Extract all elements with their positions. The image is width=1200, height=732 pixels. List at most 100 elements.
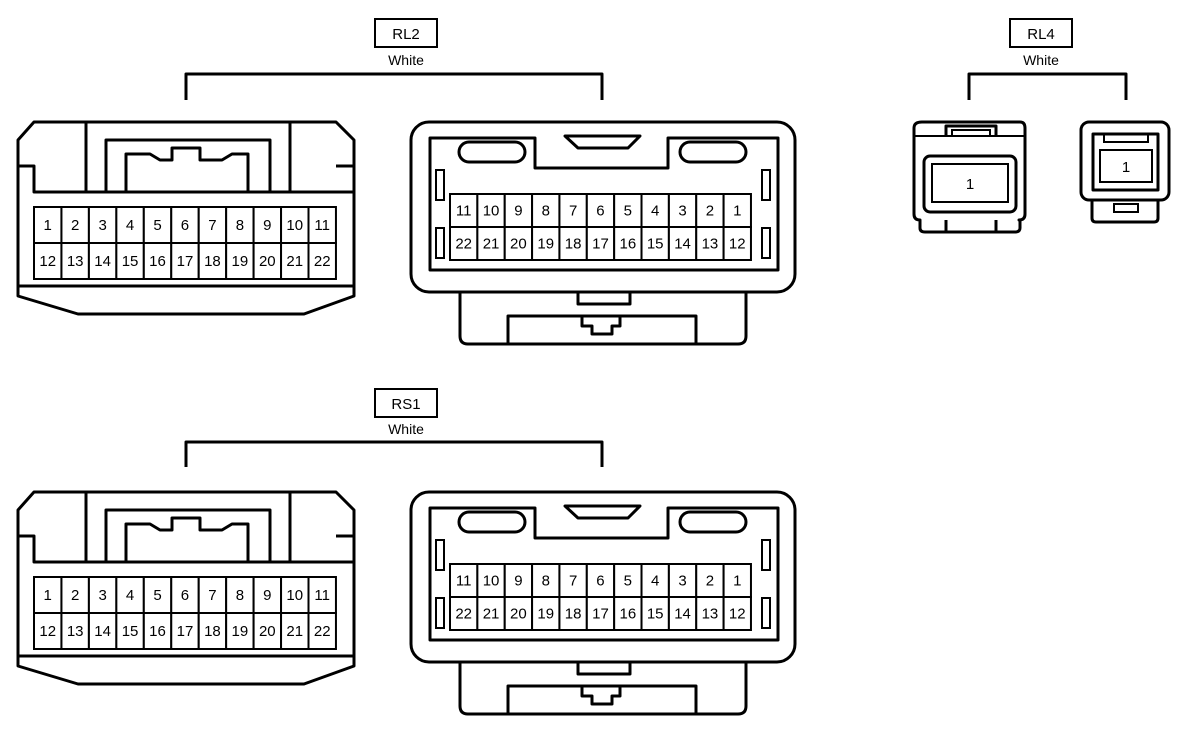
guide-rib [435,169,445,201]
pin-cell [170,242,200,280]
pin-number: 12 [729,606,746,623]
connector-housing [16,490,356,686]
pin-cell [115,612,145,650]
pin-number: 9 [514,573,522,590]
pin-cell [640,563,670,598]
latch-slot [457,510,527,534]
pin-number: 8 [542,203,550,220]
pin-cell [280,576,310,614]
lock-tab [944,124,998,136]
pin-number: 9 [263,587,271,604]
connector-name: RS1 [391,396,420,413]
pin-number: 12 [729,236,746,253]
base-tab [580,686,622,706]
guide-rib [435,539,445,571]
pin-cell [476,596,506,631]
latch-slot [457,140,527,164]
pin-number: 8 [542,573,550,590]
pin-cell [307,576,337,614]
connector-label-box [374,388,438,418]
pin-cell [197,576,228,614]
pin-number: 16 [619,606,636,623]
pin-cell [307,242,337,280]
guide-rib [761,169,771,201]
pin-number: 2 [706,203,714,220]
pin-number: 1 [44,587,52,604]
key-notch [1103,134,1149,143]
pin-number: 16 [149,253,166,270]
connector-base [1090,200,1160,224]
pin-cell [280,242,310,280]
inner-frame [1091,132,1160,192]
key-notch [563,504,642,520]
pin-number: 9 [514,203,522,220]
pin-cell [558,563,588,598]
pin-number: 17 [592,606,609,623]
bracket-line [184,72,604,100]
pin-number: 5 [624,573,632,590]
pin-number: 5 [153,217,161,234]
pin-cell [1099,149,1153,183]
guide-rib [761,539,771,571]
pin-cell [115,576,145,614]
pin-cell [87,242,118,280]
pin-number: 5 [153,587,161,604]
pin-number: 22 [314,253,331,270]
pin-number: 14 [94,253,111,270]
connector-housing [912,120,1027,234]
pin-number: 20 [259,253,276,270]
pin-cell [558,596,588,631]
pin-number: 5 [624,203,632,220]
pin-number: 11 [456,573,472,590]
pin-number: 2 [706,573,714,590]
pin-number: 1 [1122,159,1130,176]
pin-cell [33,612,63,650]
pin-number: 7 [208,217,216,234]
pin-cell [585,596,616,631]
pin-number: 22 [455,236,472,253]
connector-color: White [388,52,424,68]
pin-number: 6 [181,217,189,234]
male-connector: 1 [1079,120,1171,224]
pin-number: 1 [44,217,52,234]
pin-number: 15 [647,236,664,253]
pin-number: 18 [565,236,582,253]
latch-slot [678,510,748,534]
connector-group-rl4: RL4 White 1 1 [912,18,1171,234]
pin-number: 12 [39,253,56,270]
pin-cell [585,193,616,228]
pin-cell [197,242,228,280]
pin-number: 15 [122,623,139,640]
pin-number: 10 [286,217,303,234]
connector-base [458,292,748,346]
base-detail [506,314,698,344]
key-notch [563,134,642,150]
pin-number: 14 [94,623,111,640]
pin-number: 18 [204,253,221,270]
pin-number: 15 [122,253,139,270]
pin-cell [307,206,337,244]
lock-frame [104,138,272,192]
pin-number: 1 [733,573,741,590]
lock-tab [124,146,250,192]
pin-number: 15 [647,606,664,623]
pin-number: 3 [678,573,686,590]
pin-number: 6 [181,587,189,604]
pin-number: 4 [126,217,134,234]
pin-number: 12 [39,623,56,640]
pin-cell [449,563,479,598]
pin-number: 21 [483,606,500,623]
pin-number: 11 [314,587,330,604]
pin-number: 13 [702,606,719,623]
pin-number: 21 [286,623,303,640]
housing-detail [84,492,292,562]
bracket-line [184,440,604,467]
pin-cell [449,226,479,261]
guide-rib [761,227,771,259]
